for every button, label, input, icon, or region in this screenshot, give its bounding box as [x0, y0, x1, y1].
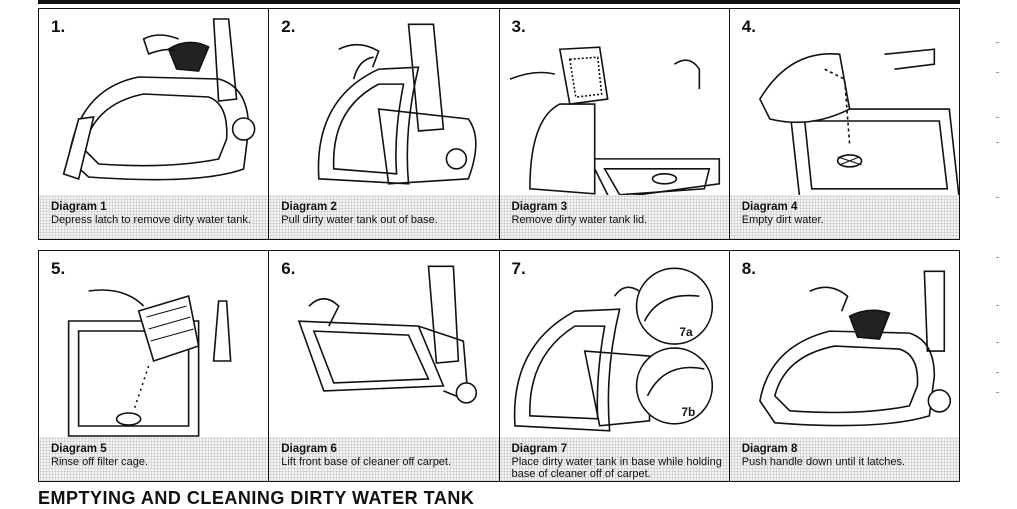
step-number: 3. — [511, 17, 526, 36]
diagram-title: Diagram 4 — [741, 201, 798, 213]
diagram-description: Empty dirt water. — [741, 214, 824, 226]
caption: Diagram 5 Rinse off filter cage. — [39, 437, 269, 481]
diagram-title: Diagram 6 — [281, 443, 337, 455]
section-heading: EMPTYING AND CLEANING DIRTY WATER TANK — [38, 488, 475, 508]
caption: Diagram 7 Place dirty water tank in base… — [499, 437, 729, 481]
step-number: 6. — [281, 259, 296, 278]
step-number: 7. — [511, 259, 526, 278]
push-handle-illustration — [758, 270, 951, 427]
diagram-title: Diagram 8 — [741, 443, 798, 455]
caption: Diagram 2 Pull dirty water tank out of b… — [269, 195, 499, 239]
diagram-panel-5: 5. Diagram 5 Rinse off filter cage. — [39, 251, 270, 481]
step-number: 8. — [741, 259, 756, 278]
lid-removal-illustration — [509, 46, 720, 200]
diagram-panel-6: 6. Diagram 6 Lift front base of cleaner … — [269, 251, 500, 481]
step-number: 4. — [741, 17, 756, 36]
diagram-row-2: 5. Diagram 5 Rinse off filter cage. 6. — [38, 250, 960, 482]
caption: Diagram 6 Lift front base of cleaner off… — [269, 437, 499, 481]
diagram-row-1: 1. Diagram 1 Depress latch to remove dir… — [38, 8, 960, 240]
caption: Diagram 3 Remove dirty water tank lid. — [499, 195, 729, 239]
diagram-panel-1: 1. Diagram 1 Depress latch to remove dir… — [39, 9, 270, 239]
lift-base-illustration — [298, 265, 478, 404]
diagram-panel-7: 7. 7a 7b Diagram 7 Place dirty water tan… — [499, 251, 730, 481]
diagram-title: Diagram 5 — [51, 443, 107, 455]
diagram-description: Lift front base of cleaner off carpet. — [281, 456, 452, 468]
caption: Diagram 4 Empty dirt water. — [729, 195, 959, 239]
diagram-title: Diagram 7 — [511, 443, 568, 455]
diagram-description: Depress latch to remove dirty water tank… — [51, 214, 251, 226]
diagram-description: Place dirty water tank in base while hol… — [511, 456, 722, 480]
diagram-description: Push handle down until it latches. — [741, 456, 906, 468]
callout-7b: 7b — [681, 405, 695, 419]
diagram-description: Pull dirty water tank out of base. — [281, 214, 438, 226]
tank-removal-illustration — [317, 23, 477, 185]
diagram-description: Remove dirty water tank lid. — [511, 214, 648, 226]
step-number: 1. — [51, 17, 66, 36]
top-rule — [38, 0, 960, 4]
caption: Diagram 1 Depress latch to remove dirty … — [39, 195, 269, 239]
diagram-panel-2: 2. Diagram 2 Pull dirty water tank out o… — [269, 9, 500, 239]
diagram-panel-3: 3. Diagram 3 Remove dirty water tank lid… — [499, 9, 730, 239]
callout-7a: 7a — [679, 325, 693, 339]
diagram-title: Diagram 3 — [511, 201, 568, 213]
diagram-panel-4: 4. Diagram 4 Empty dirt water. — [729, 9, 959, 239]
insert-tank-illustration: 7a 7b — [513, 267, 713, 432]
empty-water-illustration — [758, 48, 959, 200]
step-number: 2. — [281, 17, 296, 36]
vacuum-latch-illustration — [62, 18, 256, 181]
diagram-panel-8: 8. Diagram 8 Push handle down until it l… — [729, 251, 959, 481]
rinse-filter-illustration — [67, 289, 232, 437]
diagram-description: Rinse off filter cage. — [51, 456, 149, 468]
diagram-title: Diagram 1 — [51, 201, 107, 213]
step-number: 5. — [51, 259, 66, 278]
caption: Diagram 8 Push handle down until it latc… — [729, 437, 959, 481]
diagram-title: Diagram 2 — [281, 201, 337, 213]
